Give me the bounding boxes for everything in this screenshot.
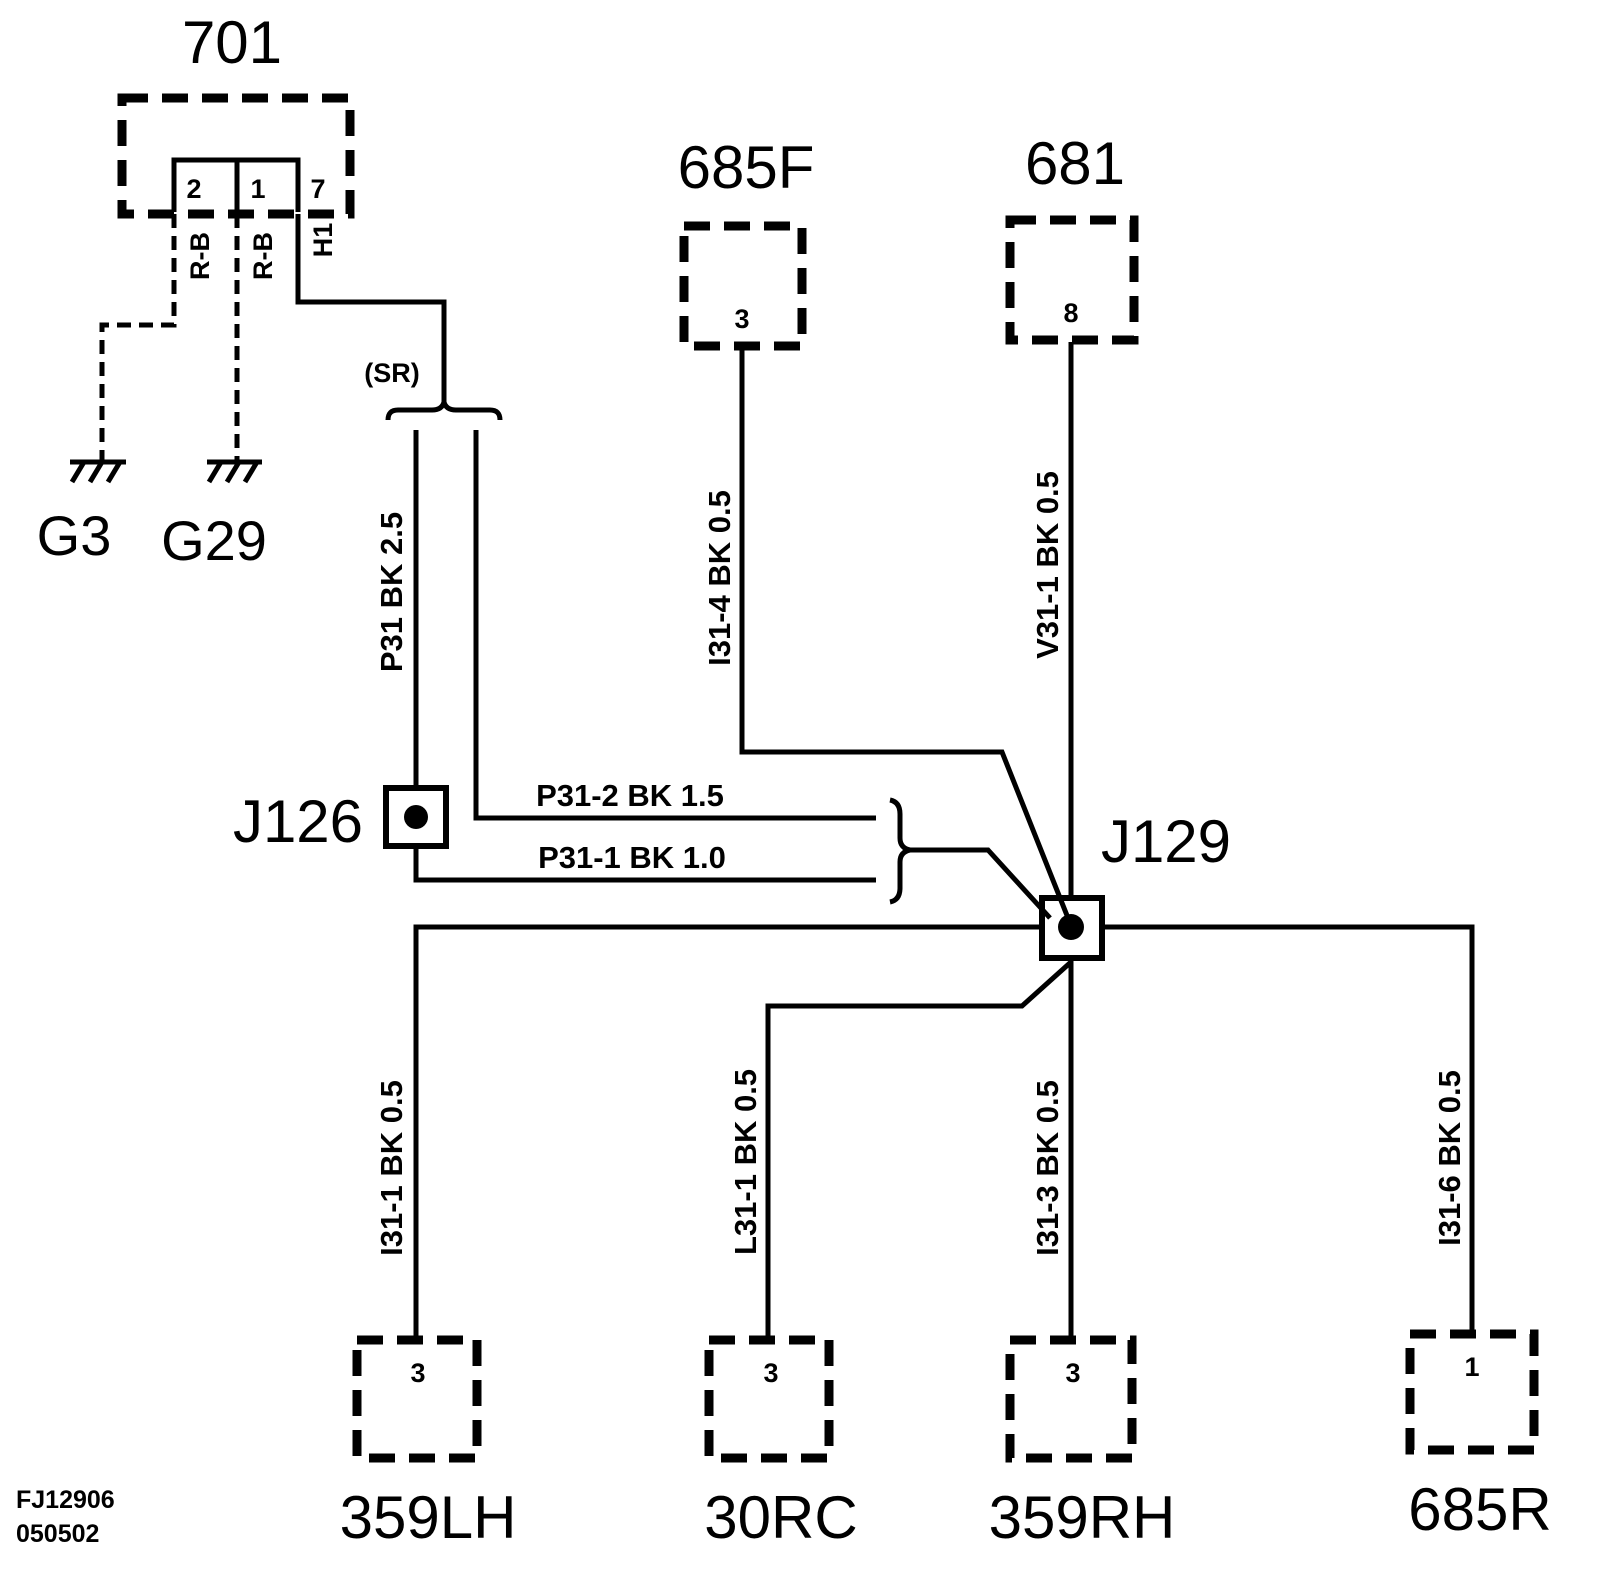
component-685f-label: 685F xyxy=(678,134,815,201)
component-685f: 3 xyxy=(679,221,807,351)
wire-label-i31-1: I31-1 BK 0.5 xyxy=(374,1080,409,1256)
wire-h1 xyxy=(295,214,447,404)
wire-rb-to-g3 xyxy=(99,214,177,460)
splice-j126 xyxy=(383,785,449,849)
component-30rc: 3 xyxy=(704,1335,834,1463)
sr-label: (SR) xyxy=(364,358,420,388)
ground-g3-label: G3 xyxy=(37,504,112,567)
component-681: 8 xyxy=(1005,215,1139,345)
wire-bus-left xyxy=(413,924,1042,1336)
wire-p31-2 xyxy=(473,430,876,821)
ground-g29-icon xyxy=(206,459,262,484)
wire-label-rb-2: R-B xyxy=(248,232,278,280)
pin-681: 8 xyxy=(1063,298,1078,328)
pin-701-7: 7 xyxy=(310,174,325,204)
component-359rh-label: 359RH xyxy=(989,1484,1176,1551)
component-685r-label: 685R xyxy=(1408,1476,1551,1543)
pin-359rh: 3 xyxy=(1065,1358,1080,1388)
pin-685r: 1 xyxy=(1464,1352,1479,1382)
pin-701-2: 2 xyxy=(186,174,201,204)
pin-359lh: 3 xyxy=(410,1358,425,1388)
reference-line-2: 050502 xyxy=(16,1520,99,1548)
component-701-label: 701 xyxy=(182,9,282,76)
ground-g3-icon xyxy=(69,459,126,484)
p31-brace xyxy=(889,797,911,905)
wire-l31-1 xyxy=(765,960,1073,1336)
pin-701-1: 1 xyxy=(250,174,265,204)
wire-label-p31-2: P31-2 BK 1.5 xyxy=(536,778,724,813)
splice-j129 xyxy=(1039,895,1105,961)
component-359lh-label: 359LH xyxy=(340,1484,517,1551)
ground-g29-label: G29 xyxy=(161,509,267,572)
reference-line-1: FJ12906 xyxy=(16,1486,115,1514)
component-359rh: 3 xyxy=(1005,1335,1137,1463)
wire-label-v31-1: V31-1 BK 0.5 xyxy=(1030,471,1065,659)
component-685r: 1 xyxy=(1405,1329,1539,1455)
sr-brace xyxy=(385,401,503,421)
wire-label-i31-6: I31-6 BK 0.5 xyxy=(1432,1070,1467,1246)
wire-label-i31-3: I31-3 BK 0.5 xyxy=(1030,1080,1065,1256)
wire-label-h1: H1 xyxy=(308,223,338,258)
splice-j126-label: J126 xyxy=(233,788,363,855)
wire-label-i31-4: I31-4 BK 0.5 xyxy=(702,490,737,666)
wire-label-l31-1: L31-1 BK 0.5 xyxy=(728,1069,763,1255)
pin-685f: 3 xyxy=(734,304,749,334)
wire-label-rb-1: R-B xyxy=(185,232,215,280)
wire-bus-right xyxy=(1102,924,1475,1330)
component-359lh: 3 xyxy=(352,1335,482,1463)
component-701: 701 2 1 7 xyxy=(117,9,355,219)
wire-label-p31: P31 BK 2.5 xyxy=(374,512,409,672)
wire-i31-4 xyxy=(739,348,1071,919)
wire-brace-to-j129 xyxy=(910,847,1052,920)
wire-label-p31-1: P31-1 BK 1.0 xyxy=(538,840,726,875)
wire-p31-1 xyxy=(413,846,876,883)
component-681-label: 681 xyxy=(1025,130,1125,197)
splice-j129-label: J129 xyxy=(1101,808,1231,875)
pin-30rc: 3 xyxy=(763,1358,778,1388)
component-30rc-label: 30RC xyxy=(704,1484,857,1551)
